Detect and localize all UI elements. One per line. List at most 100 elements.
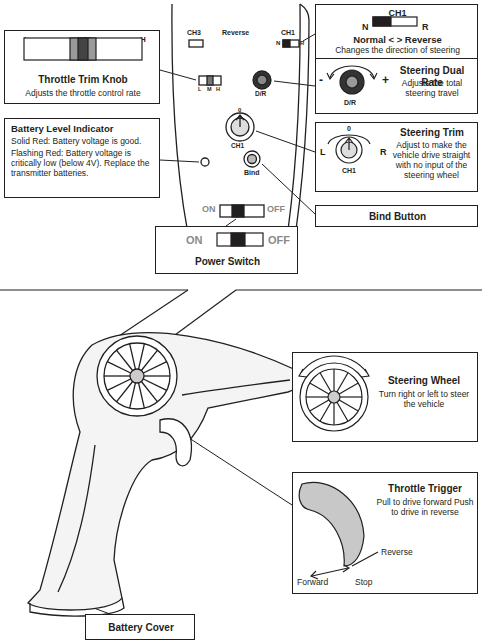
body-ridge [182, 380, 290, 395]
wheel-inner [104, 343, 170, 409]
spoke [141, 381, 157, 401]
scale-mark: M [84, 35, 94, 44]
callout-body: Adjust to make the vehicle drive straigh… [386, 140, 477, 180]
trigger-position: Reverse [381, 547, 431, 557]
switch-mark: ON [186, 234, 210, 247]
trigger-position: Forward [297, 577, 347, 587]
spoke [143, 362, 166, 373]
leader-line [256, 131, 315, 152]
panel-label: OFF [267, 205, 285, 214]
dial-mark: L [320, 147, 330, 158]
knob-label: D/R [344, 99, 374, 107]
grip-line [58, 445, 95, 592]
dial-label: CH1 [342, 167, 372, 175]
switch-mark: OFF [268, 234, 296, 247]
callout-heading: Power Switch [156, 256, 299, 268]
plus-sign: + [382, 73, 392, 87]
callout-body: Adjusts the throttle control rate [5, 88, 161, 98]
panel-label: 0 [238, 107, 241, 113]
divider-line [0, 289, 188, 290]
trigger [160, 419, 191, 466]
leader-line [274, 81, 315, 86]
bind-button-cap [248, 155, 257, 164]
scale-mark: L [24, 35, 34, 44]
divider [0, 290, 482, 346]
spoke [144, 375, 170, 376]
callout-box: L M H Throttle Trim KnobAdjusts the throttl… [4, 30, 160, 104]
callout-heading: Normal < > Reverse [316, 34, 479, 45]
bind-button [244, 151, 260, 167]
power-switch-lever [232, 205, 244, 217]
panel-label: CH1 [231, 143, 244, 150]
wheel-hub [130, 369, 144, 383]
panel-label: Reverse [222, 29, 249, 36]
callout-box: Steering WheelTurn right or left to stee… [292, 352, 478, 442]
trim-dial-arrow [236, 115, 244, 127]
ch3-switch [189, 40, 203, 47]
callout-box: Battery Level IndicatorSolid Red: Batter… [4, 118, 160, 198]
trigger-position: Stop [355, 577, 385, 587]
switch-mark: R [422, 22, 432, 33]
callout-box: Battery Cover [85, 614, 195, 640]
panel-label: ON [202, 205, 216, 214]
callout-body: Solid Red: Battery voltage is good. [11, 136, 155, 146]
callout-body: Turn right or left to steer the vehicle [373, 389, 475, 409]
divider-line [236, 289, 482, 290]
callout-heading: Throttle Trigger [375, 483, 475, 495]
callout-heading: Battery Level Indicator [11, 123, 155, 134]
body-outline [28, 333, 299, 610]
panel-label: Bind [244, 169, 260, 176]
callout-box: 0L R CH1 Steering TrimAdjust to make the ve… [315, 122, 478, 192]
panel-label: CH3 [187, 29, 201, 36]
dr-knob [253, 71, 271, 89]
panel-label: R [300, 40, 304, 46]
spoke [139, 383, 145, 408]
dr-knob-cap [257, 75, 267, 85]
spoke [139, 344, 145, 369]
callout-heading: Steering Trim [388, 127, 476, 139]
callout-box: Bind Button [315, 205, 478, 227]
callout-body: Pull to drive forward Push to drive in r… [375, 497, 475, 517]
scale-mark: H [140, 35, 150, 44]
trim-switch [199, 76, 221, 85]
battery-led [201, 158, 209, 166]
leader-line [160, 160, 199, 162]
transmitter-body [28, 333, 299, 616]
callout-body: Changes the direction of steering [316, 45, 479, 55]
panel-label: CH1 [281, 29, 295, 36]
callout-box: ON OFF Power Switch [155, 226, 298, 274]
minus-sign: - [319, 73, 327, 87]
spoke [116, 350, 132, 370]
panel-label: D/R [255, 91, 266, 98]
callout-wedge [116, 290, 188, 338]
ch1-switch [283, 40, 299, 47]
panel-label: N [276, 40, 280, 46]
trim-switch-lever [207, 76, 213, 85]
leader-line [160, 70, 196, 80]
callout-heading: Battery Cover [86, 622, 196, 634]
callout-heading: Throttle Trim Knob [5, 74, 161, 86]
dial-mark: R [380, 147, 390, 158]
leader-line [226, 219, 236, 226]
dial-mark: 0 [347, 125, 357, 133]
switch-mark: N [362, 22, 372, 33]
panel-label: L [198, 87, 201, 93]
switch-name: CH1 [316, 8, 479, 19]
callout-box: Throttle TriggerPull to drive forward Pu… [292, 472, 478, 594]
callout-body: Flashing Red: Battery voltage is critica… [11, 148, 155, 178]
ch1-switch-lever [283, 40, 290, 47]
spoke [130, 383, 136, 408]
leader-line [303, 34, 315, 41]
panel-label: H [216, 87, 220, 93]
power-switch [220, 205, 264, 217]
leader-line [262, 164, 315, 214]
callout-box: CH1N RNormal < > ReverseChanges the direc… [315, 4, 478, 60]
spoke [107, 379, 130, 390]
callout-box: -+D/RSteering Dual RateAdjusts the total… [315, 58, 478, 114]
leader-line [186, 436, 292, 505]
callout-heading: Steering Wheel [373, 375, 475, 387]
spoke [130, 344, 136, 369]
wheel-rim [97, 336, 177, 416]
trim-dial [226, 113, 254, 141]
wheel-spokes [104, 344, 170, 408]
